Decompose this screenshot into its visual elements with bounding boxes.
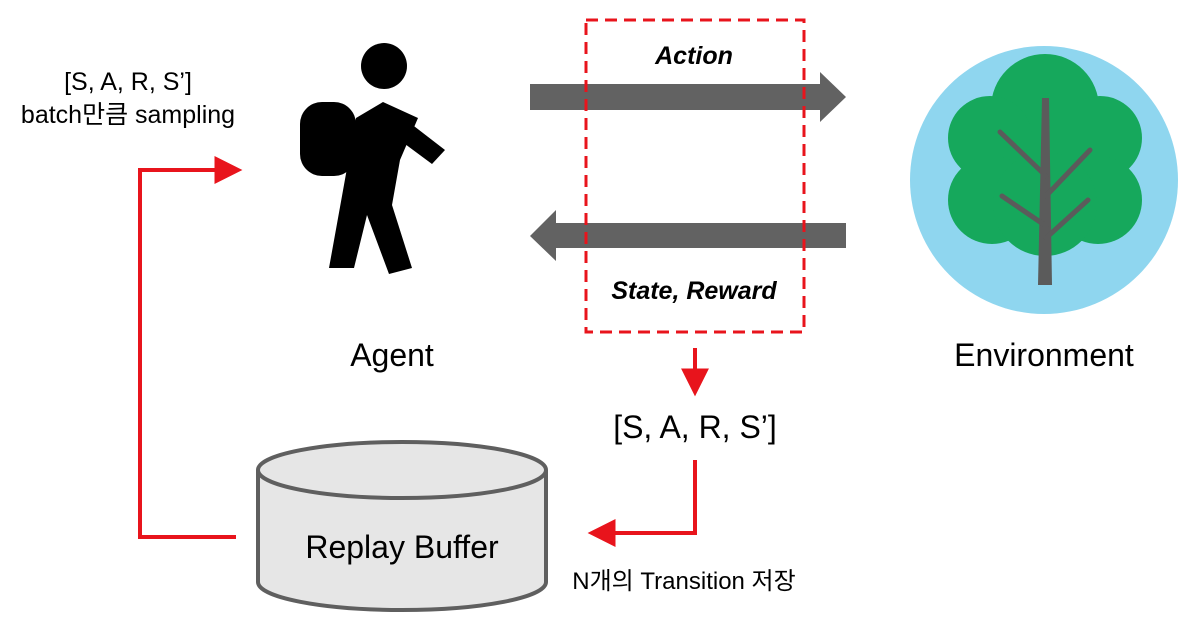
state-reward-label: State, Reward [611,277,777,305]
action-arrow [530,72,846,122]
environment-label: Environment [954,337,1134,373]
agent-label: Agent [350,337,434,373]
replay-buffer-label: Replay Buffer [305,529,499,565]
sampling-label-line2: batch만큼 sampling [21,101,235,129]
hiker-icon [300,43,445,274]
transition-highlight-box [584,18,806,334]
sampling-arrow [138,156,243,539]
transition-label: [S, A, R, S’] [613,409,777,445]
sampling-label-line1: [S, A, R, S’] [64,68,192,96]
action-label: Action [654,42,733,70]
tree-icon [910,46,1178,314]
store-label: N개의 Transition 저장 [572,568,795,595]
replay-buffer-icon [256,440,548,612]
store-arrow [587,460,697,547]
state-reward-arrow [530,210,846,261]
